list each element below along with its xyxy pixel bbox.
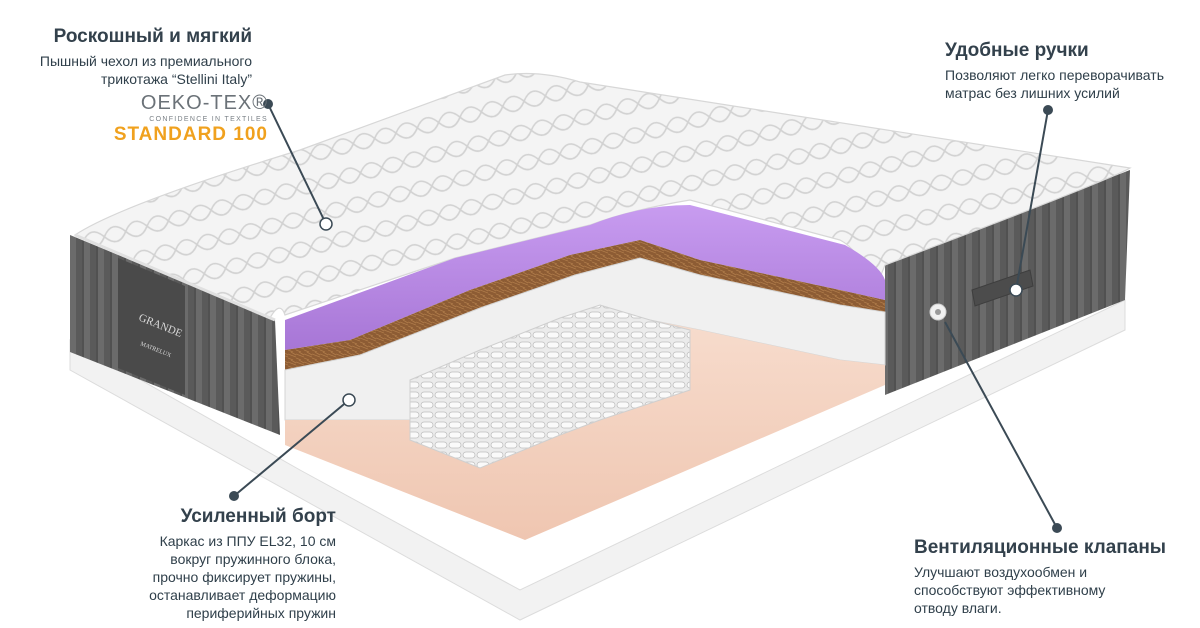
oeko-tex-badge: OEKO-TEX® CONFIDENCE IN TEXTILES STANDAR… [108,92,268,146]
coir-layer [285,240,885,370]
spring-block [409,304,691,469]
brand-label: GRANDE MATRELUX [118,258,185,395]
callout-border-title: Усиленный борт [180,506,336,527]
callout-handles-text: Позволяют легко переворачивать матрас бе… [945,67,1164,101]
callout-border: Усиленный борт Каркас из ППУ EL32, 10 см… [110,506,336,622]
pointer-luxury [263,99,333,231]
pointer-handles [1009,105,1053,297]
callout-luxury: Роскошный и мягкий Пышный чехол из преми… [20,26,252,88]
callout-border-text: Каркас из ППУ EL32, 10 см вокруг пружинн… [149,533,336,621]
foam-base-layer [285,318,885,540]
mattress-base [69,299,1126,621]
callout-handles-title: Удобные ручки [945,40,1089,61]
callout-luxury-title: Роскошный и мягкий [53,26,252,47]
oeko-tex-brand: OEKO-TEX® [140,92,268,114]
callout-handles: Удобные ручки Позволяют легко переворачи… [945,40,1185,102]
callout-vents-text: Улучшают воздухообмен и способствуют эфф… [914,564,1106,616]
callout-vents-title: Вентиляционные клапаны [914,537,1167,558]
callout-vents: Вентиляционные клапаны Улучшают воздухоо… [914,537,1184,617]
oeko-tex-tagline: CONFIDENCE IN TEXTILES [149,116,268,123]
callout-luxury-text: Пышный чехол из премиального трикотажа “… [39,53,252,87]
pointer-vents [944,321,1062,533]
purple-foam-layer [285,205,885,350]
pointer-border [229,393,356,501]
vent-valve [929,303,947,321]
oeko-tex-standard: STANDARD 100 [113,124,268,145]
